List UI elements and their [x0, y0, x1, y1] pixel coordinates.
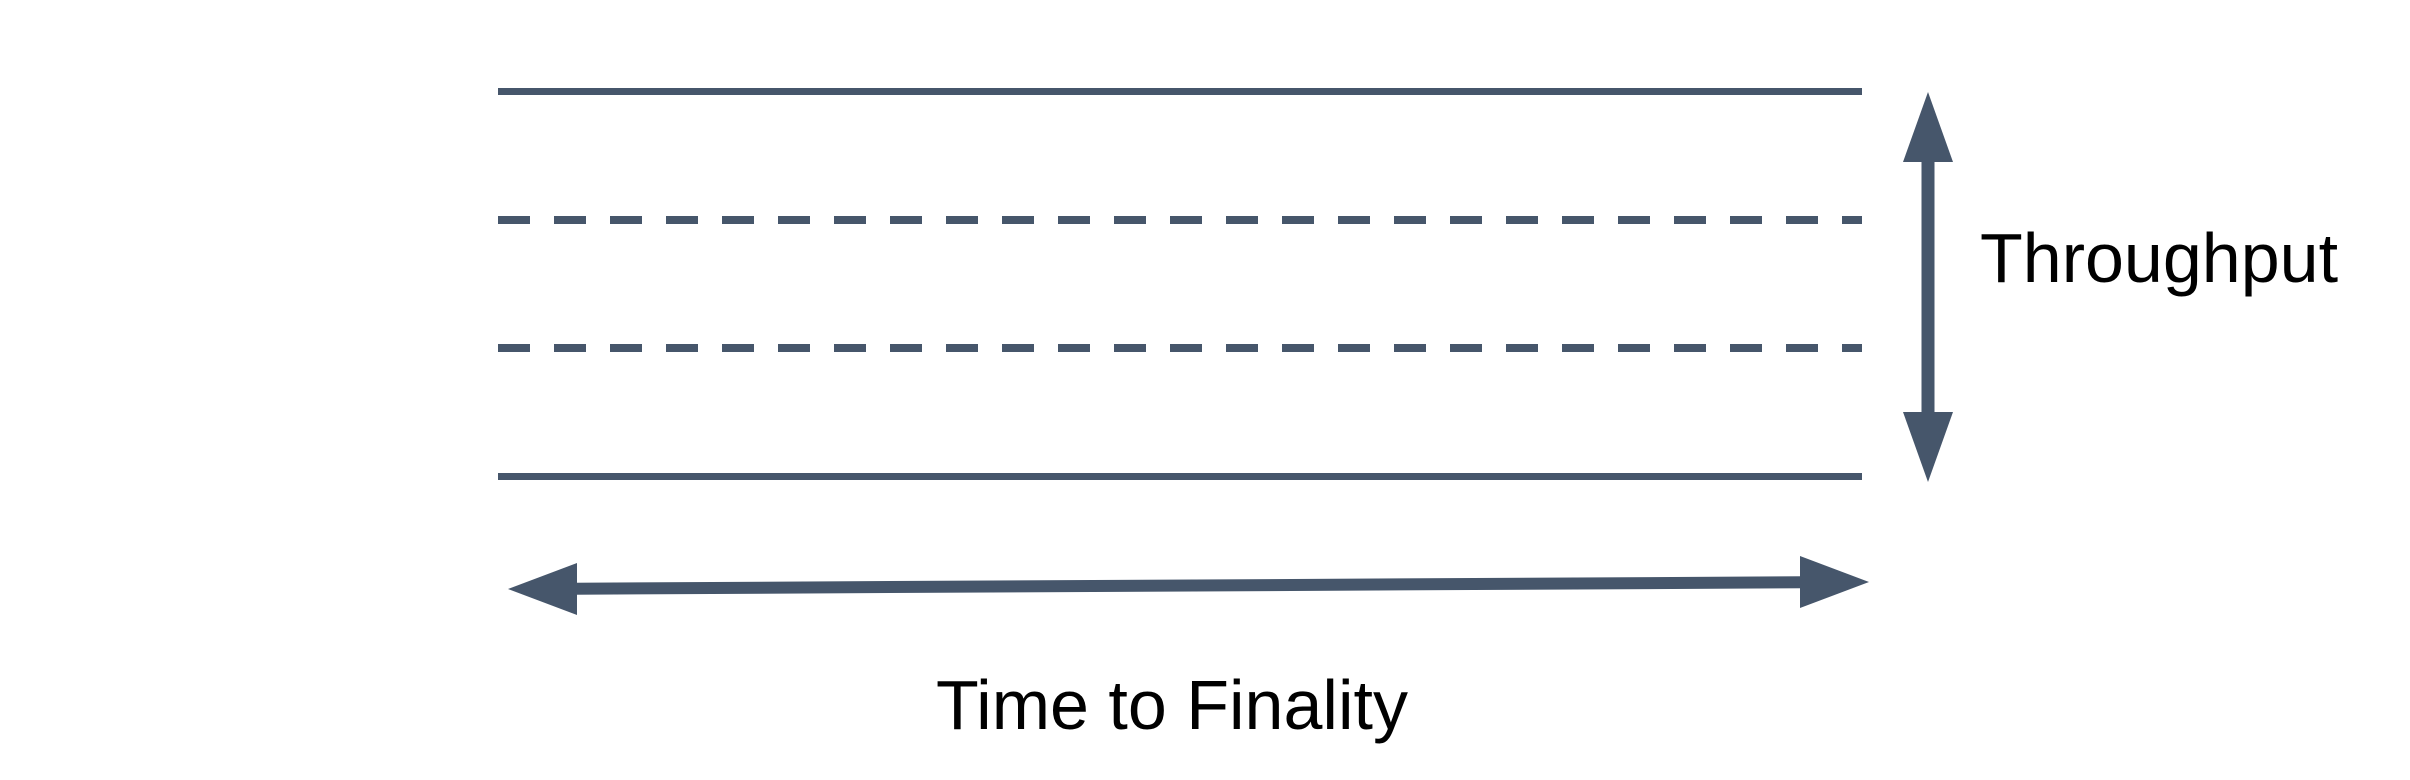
lane-line-top	[498, 88, 1862, 95]
horizontal-double-arrow-icon	[508, 556, 1869, 615]
time-to-finality-label: Time to Finality	[936, 666, 1408, 744]
lane-line-bottom	[498, 473, 1862, 480]
lane-line-dashed-1	[498, 216, 1862, 224]
lane-line-dashed-2	[498, 344, 1862, 352]
throughput-label: Throughput	[1980, 219, 2339, 297]
vertical-double-arrow-icon	[1903, 92, 1953, 482]
